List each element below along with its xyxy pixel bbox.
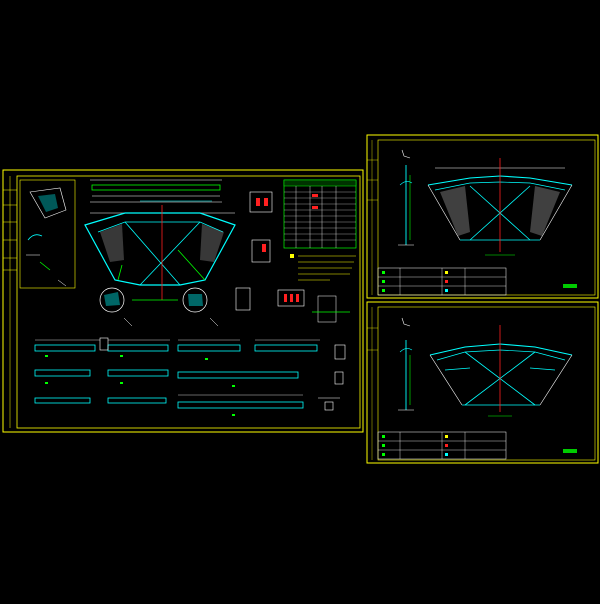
sheet-a-truss xyxy=(427,158,573,256)
sheet-main xyxy=(2,169,364,433)
top-member-long xyxy=(90,179,222,203)
section-details-middle xyxy=(235,191,305,311)
detail-box-top-left xyxy=(19,179,76,289)
sheet-main-border xyxy=(2,169,364,433)
sheet-elevation-b xyxy=(366,301,599,464)
sheet-b-title-strip xyxy=(367,307,378,460)
truss-elevation-main xyxy=(84,205,236,300)
sheet-b-legend-table xyxy=(377,431,507,460)
sheet-a-border xyxy=(366,134,599,299)
sheet-elevation-a xyxy=(366,134,599,299)
notes-block xyxy=(290,254,356,323)
sheet-b-truss xyxy=(429,325,573,417)
sheet-b-column-detail xyxy=(398,317,414,411)
member-elevation-marks xyxy=(45,355,235,416)
member-elevations xyxy=(34,339,320,409)
sheet-a-title-strip xyxy=(367,140,378,295)
node-details xyxy=(99,287,219,327)
sheet-a-column-detail xyxy=(398,149,414,246)
sheet-a-legend-table xyxy=(377,267,507,296)
small-section-details xyxy=(99,337,346,411)
sheet-main-title-strip xyxy=(3,176,17,428)
sheet-b-border xyxy=(366,301,599,464)
material-table xyxy=(283,179,357,249)
sheet-main-inner-frame xyxy=(16,175,361,429)
